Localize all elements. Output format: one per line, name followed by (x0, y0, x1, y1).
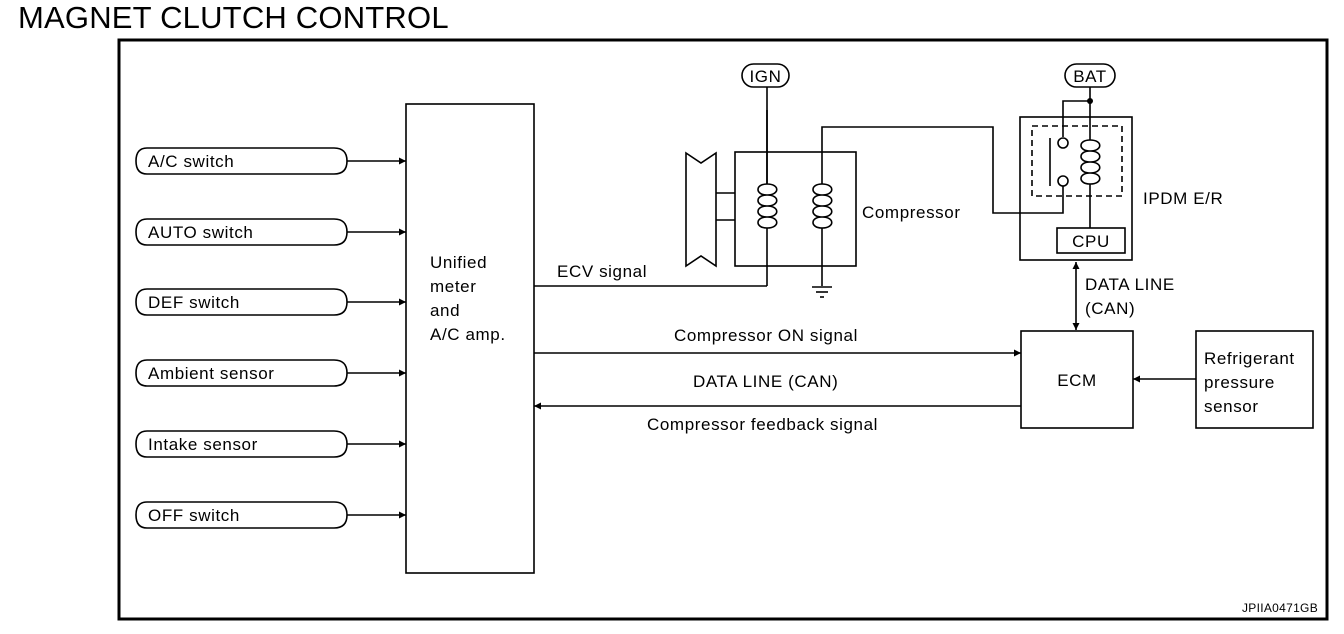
ipdm-block: BAT CPU IPDM E/R (1019, 63, 1223, 261)
ecv-coil-icon (766, 110, 778, 229)
sensor-line-2: pressure (1204, 373, 1275, 392)
ac-amp-line-3: and (430, 301, 460, 320)
input-label: DEF switch (148, 293, 240, 312)
input-auto-switch: AUTO switch (135, 218, 406, 246)
input-pill (135, 218, 348, 246)
input-pill (135, 288, 348, 316)
relay-contact-top (1057, 137, 1069, 149)
relay-contact-bottom (1057, 175, 1069, 187)
input-label: AUTO switch (148, 223, 253, 242)
can-vertical-label-2: (CAN) (1085, 299, 1135, 318)
input-ambient-sensor: Ambient sensor (135, 359, 406, 387)
ipdm-box (1019, 116, 1133, 261)
input-label: Intake sensor (148, 435, 258, 454)
figure-code: JPIIA0471GB (1242, 601, 1318, 615)
ac-amp-box (405, 103, 535, 574)
relay-dashed-box (1031, 125, 1123, 197)
input-pill (135, 147, 348, 175)
ign-badge (741, 63, 790, 88)
cpu-box (1056, 227, 1126, 254)
input-list: A/C switch AUTO switch DEF switch Ambien… (135, 147, 406, 529)
compressor-box (734, 151, 857, 267)
ign-label: IGN (749, 67, 781, 86)
input-pill (135, 430, 348, 458)
cpu-label: CPU (1072, 232, 1110, 251)
comp-on-label: Compressor ON signal (674, 326, 858, 345)
input-label: A/C switch (148, 152, 234, 171)
data-line-can-label: DATA LINE (CAN) (693, 372, 838, 391)
input-off-switch: OFF switch (135, 501, 406, 529)
ecv-coil-loop (757, 183, 768, 229)
ecv-signal-label: ECV signal (557, 262, 647, 281)
ac-amp-line-4: A/C amp. (430, 325, 506, 344)
pulley-icon (685, 151, 717, 268)
relay-switch-wire (1062, 100, 1090, 137)
input-label: OFF switch (148, 506, 240, 525)
ipdm-label: IPDM E/R (1143, 189, 1223, 208)
input-intake-sensor: Intake sensor (135, 430, 406, 458)
ign-terminal: IGN (741, 63, 790, 184)
ecm-label: ECM (1057, 371, 1097, 390)
ac-amp-line-1: Unified (430, 253, 487, 272)
relay-coil-icon (1080, 139, 1101, 185)
ac-amp-line-2: meter (430, 277, 476, 296)
compressor-block: Compressor (685, 110, 961, 298)
input-pill (135, 359, 348, 387)
input-pill (135, 501, 348, 529)
page-title: MAGNET CLUTCH CONTROL (18, 0, 449, 35)
clutch-coil-icon (812, 183, 833, 229)
input-def-switch: DEF switch (135, 288, 406, 316)
compressor-label: Compressor (862, 203, 961, 222)
sensor-line-1: Refrigerant (1204, 349, 1295, 368)
ground-icon (812, 286, 832, 298)
comp-feedback-label: Compressor feedback signal (647, 415, 878, 434)
can-vertical-label-1: DATA LINE (1085, 275, 1175, 294)
ac-amp-block: Unified meter and A/C amp. (405, 103, 535, 574)
input-ac-switch: A/C switch (135, 147, 406, 175)
bat-label: BAT (1073, 67, 1107, 86)
sensor-line-3: sensor (1204, 397, 1259, 416)
outer-frame (117, 38, 1329, 621)
clutch-supply-wire (821, 126, 1064, 214)
input-label: Ambient sensor (148, 364, 275, 383)
